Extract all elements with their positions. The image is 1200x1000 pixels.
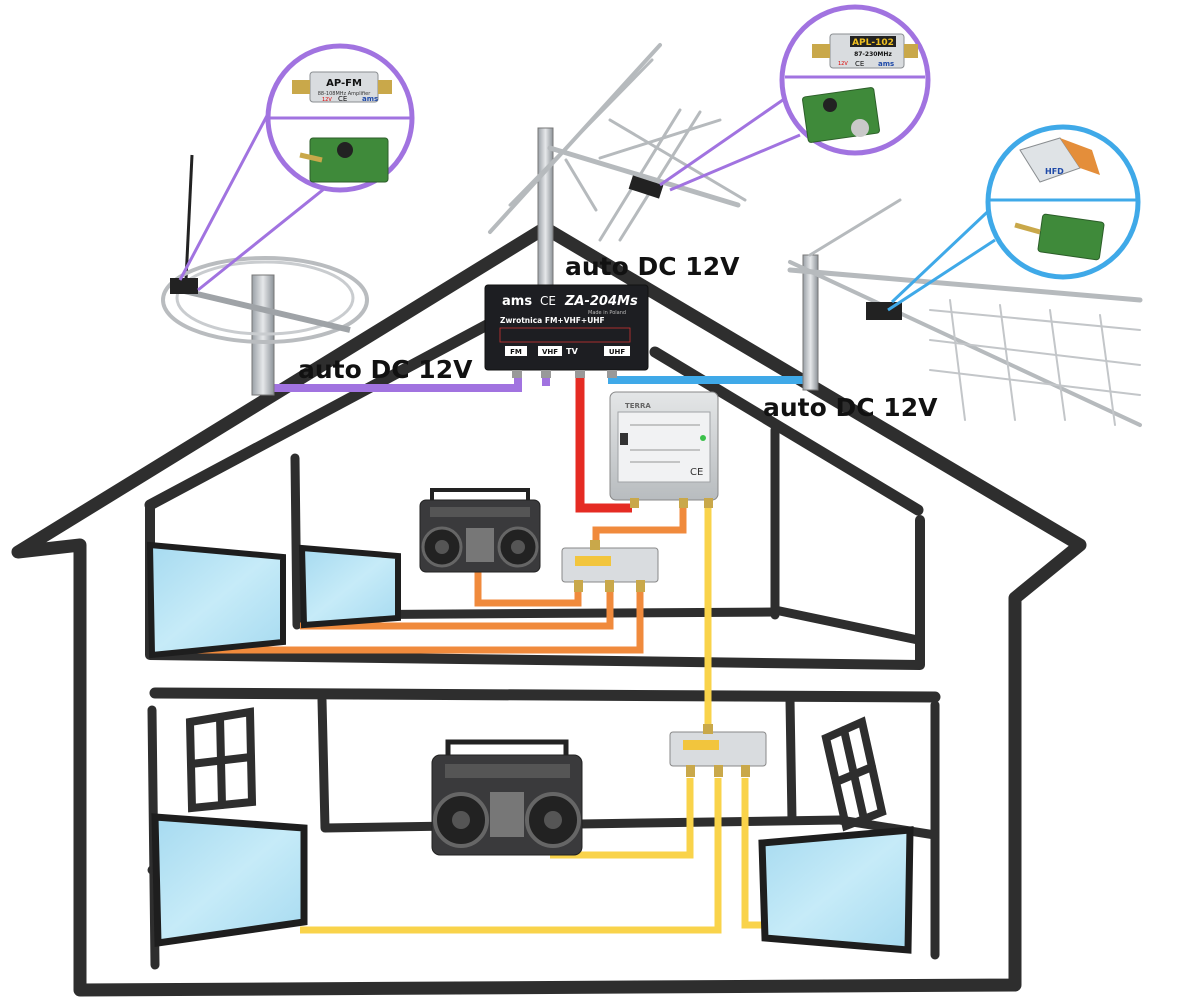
radio-ground	[431, 739, 583, 856]
combiner-made-in: Made in Poland	[588, 310, 626, 316]
zoom-uhf-amplifier: HFD	[887, 124, 1141, 312]
vhf-amp-spec: 87-230MHz	[854, 51, 892, 58]
vhf-amp-brand: ams	[878, 60, 894, 68]
window-left	[185, 707, 257, 813]
window-right	[821, 716, 887, 832]
combiner-port-tv: TV	[566, 347, 578, 356]
combiner-model: ZA-204Ms	[564, 294, 638, 309]
fm-amp-model: AP-FM	[326, 78, 362, 89]
fm-amp-spec: 88-108MHz Amplifier	[318, 91, 371, 97]
fm-amp-voltage: 12V	[322, 97, 332, 103]
splitter-ground	[669, 724, 767, 777]
tv-ground-right	[758, 826, 914, 954]
house-amp-ce: CE	[690, 467, 703, 478]
zoom-fm-amplifier: AP-FM 88-108MHz Amplifier 12V CE ams	[178, 43, 415, 292]
vhf-amp-model: APL-102	[852, 38, 894, 48]
cable-tv-red	[575, 372, 632, 513]
combiner-port-uhf: UHF	[609, 348, 626, 356]
fm-antenna	[161, 154, 369, 396]
uhf-antenna	[787, 198, 1143, 427]
tv-attic-right	[298, 544, 401, 629]
cable-yellow	[300, 498, 768, 934]
uhf-amp-brand: HFD	[1045, 167, 1064, 176]
label-dc-vhf: auto DC 12V	[565, 252, 740, 281]
label-dc-fm: auto DC 12V	[298, 355, 473, 384]
house-amp-brand: TERRA	[625, 402, 651, 410]
vhf-amp-voltage: 12V	[838, 61, 848, 67]
cable-orange	[188, 498, 687, 654]
combiner-port-vhf: VHF	[542, 348, 558, 356]
combiner-brand: ams	[502, 294, 532, 309]
splitter-attic	[561, 540, 659, 592]
zoom-vhf-amplifier: APL-102 87-230MHz 12V CE ams	[659, 4, 931, 192]
label-dc-uhf: auto DC 12V	[763, 393, 938, 422]
radio-attic	[419, 488, 541, 573]
tv-ground-left	[151, 813, 308, 948]
house-amplifier: TERRA CE	[609, 391, 719, 508]
fm-amp-ce: CE	[338, 95, 347, 103]
combiner-ce: CE	[540, 294, 556, 308]
fm-amp-brand: ams	[362, 95, 378, 103]
combiner-port-fm: FM	[510, 348, 522, 356]
vhf-antenna	[488, 43, 747, 294]
vhf-amp-ce: CE	[855, 60, 864, 68]
combiner-subtitle: Zwrotnica FM+VHF+UHF	[500, 316, 605, 325]
tv-attic-left	[146, 541, 286, 659]
combiner-za204ms: ams CE ZA-204Ms Made in Poland Zwrotnica…	[484, 284, 649, 378]
